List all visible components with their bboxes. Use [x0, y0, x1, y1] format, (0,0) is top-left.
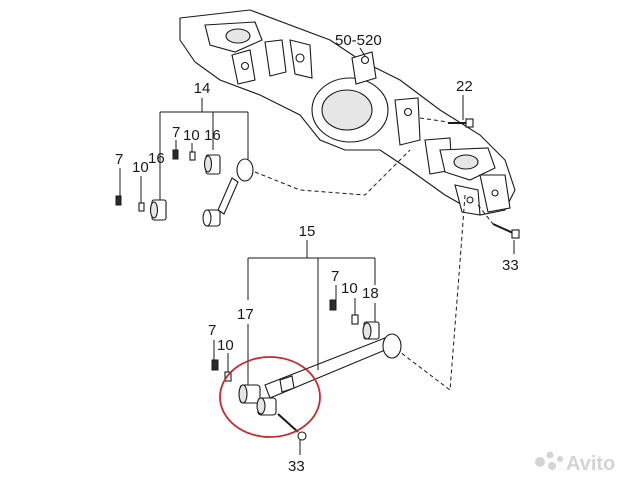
label-l-nut-left: 7: [208, 322, 216, 339]
lower-hardware-right: [329, 299, 380, 340]
bolt-22: [448, 118, 474, 128]
assembly-line-upper-right: [399, 194, 466, 391]
assembly-line-bolt-22: [419, 117, 449, 123]
axle-housing: [179, 9, 516, 216]
highlight-circle: [219, 356, 321, 438]
assembly-line-upper: [254, 149, 411, 196]
upper-control-arm: [202, 158, 254, 227]
leader-lines: [119, 47, 515, 455]
label-l-washer-right: 10: [341, 280, 358, 297]
label-l-bush-right: 18: [362, 285, 379, 302]
watermark-text: Avito: [566, 453, 615, 475]
label-u-washer-right: 10: [183, 127, 200, 144]
label-u-bush-left: 16: [148, 150, 165, 167]
label-50-520: 50-520: [335, 32, 382, 49]
bolt-33-lower: [277, 413, 307, 441]
label-group-15: 15: [299, 223, 316, 240]
label-u-washer-left: 10: [132, 159, 149, 176]
lower-control-arm: [238, 333, 402, 416]
label-l-nut-right: 7: [331, 268, 339, 285]
label-l-bush-left: 17: [237, 306, 254, 323]
bolt-33-upper: [492, 223, 520, 239]
label-22: 22: [456, 78, 473, 95]
avito-dots-icon: [535, 451, 563, 470]
label-group-14: 14: [194, 80, 211, 97]
label-u-nut-right: 7: [172, 124, 180, 141]
upper-hardware-left: [115, 195, 167, 221]
upper-hardware-right: [172, 149, 221, 175]
watermark: Avito: [535, 451, 615, 475]
label-bolt-33-right: 33: [502, 257, 519, 274]
label-u-bush-right: 16: [204, 127, 221, 144]
label-bolt-33-bottom: 33: [288, 458, 305, 475]
label-l-washer-left: 10: [217, 337, 234, 354]
label-u-nut-left: 7: [115, 151, 123, 168]
